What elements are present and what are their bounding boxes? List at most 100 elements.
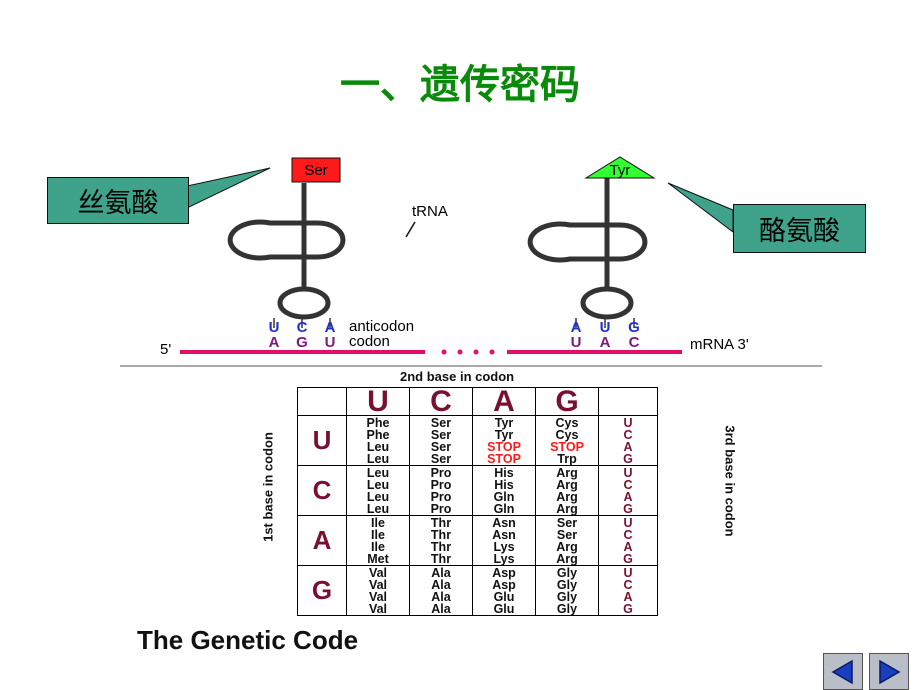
third-base: A [623,539,633,554]
amino-acid: Tyr [494,415,514,430]
amino-acid: Glu [493,589,515,604]
prev-slide-button[interactable] [823,653,863,690]
aa-box-ser [291,157,341,183]
second-base-a: A [472,387,536,417]
triangle-left-icon [831,659,853,684]
amino-acid: Trp [557,451,577,466]
anticodon-label: anticodon [349,318,414,335]
stop-codon: STOP [487,439,521,454]
codon-label: codon [349,333,390,350]
aa-label-ser: Ser [304,162,327,179]
mrna-5prime-label: 5' [160,341,171,358]
amino-acid: Leu [366,439,390,454]
amino-acid: Val [368,601,388,616]
amino-acid: Ala [431,577,451,592]
page-title: 一、遗传密码 [340,62,580,108]
amino-acid: Gln [493,501,515,516]
aa-triangle-tyr [584,156,656,179]
first-base-cell: A [297,515,347,566]
amino-acid: His [494,465,514,480]
stop-codon: STOP [550,439,584,454]
third-base-header [598,387,658,416]
first-base-cell: G [297,565,347,616]
codon-left-1: A [269,334,280,351]
amino-acid: Leu [366,451,390,466]
amino-acid: Tyr [494,427,514,442]
amino-acid: Ile [371,515,385,530]
amino-acid: Arg [556,477,578,492]
amino-acid: Arg [556,539,578,554]
amino-acid: Gly [556,577,578,592]
amino-acid: Met [367,551,389,566]
first-base-cell: C [297,465,347,516]
second-base-c: C [409,387,473,417]
amino-acid: Ala [431,601,451,616]
amino-acid: Gln [493,489,515,504]
amino-acid: Ser [430,451,452,466]
table-caption: The Genetic Code [137,625,359,655]
triangle-right-icon [879,659,901,684]
third-base: G [623,451,633,466]
amino-acid: Pro [430,465,452,480]
amino-acid: Phe [366,427,390,442]
axis-third-base: 3rd base in codon [722,425,738,537]
amino-acid: Pro [430,489,452,504]
amino-acid: Thr [430,539,452,554]
amino-acid: Thr [430,551,452,566]
amino-acid: Val [368,589,388,604]
amino-acid: Ser [430,427,452,442]
callout-left-pointer [186,167,271,209]
codon-right-1: U [571,334,582,351]
axis-second-base: 2nd base in codon [400,369,515,384]
aa-label-tyr: Tyr [610,162,631,179]
codon-right-3: C [629,334,640,351]
amino-acid: Ile [371,539,385,554]
amino-acid: Leu [366,501,390,516]
trna-label: tRNA [412,203,448,220]
second-base-g: G [535,387,599,417]
third-base: C [623,477,633,492]
amino-acid: Pro [430,477,452,492]
third-base: U [623,565,633,580]
third-base: U [623,515,633,530]
amino-acid: Ala [431,589,451,604]
amino-acid: Leu [366,489,390,504]
amino-acid: Asp [492,565,516,580]
amino-acid: Cys [555,427,579,442]
third-base: A [623,489,633,504]
third-base: C [623,427,633,442]
amino-acid: Arg [556,551,578,566]
mrna-dots [441,349,495,355]
amino-acid: Leu [366,465,390,480]
amino-acid: Cys [555,415,579,430]
third-base: G [623,501,633,516]
axis-first-base: 1st base in codon [260,432,276,542]
trna-left [227,183,346,320]
anticodon-right-1: A [571,319,582,336]
codon-right-2: A [600,334,611,351]
table-header-row: U C A G [297,387,658,417]
amino-acid: Ala [431,565,451,580]
next-slide-button[interactable] [869,653,909,690]
amino-acid: Arg [556,465,578,480]
amino-acid: Asp [492,577,516,592]
callout-serine: 丝氨酸 [47,177,189,224]
amino-acid: Leu [366,477,390,492]
amino-acid: Arg [556,489,578,504]
